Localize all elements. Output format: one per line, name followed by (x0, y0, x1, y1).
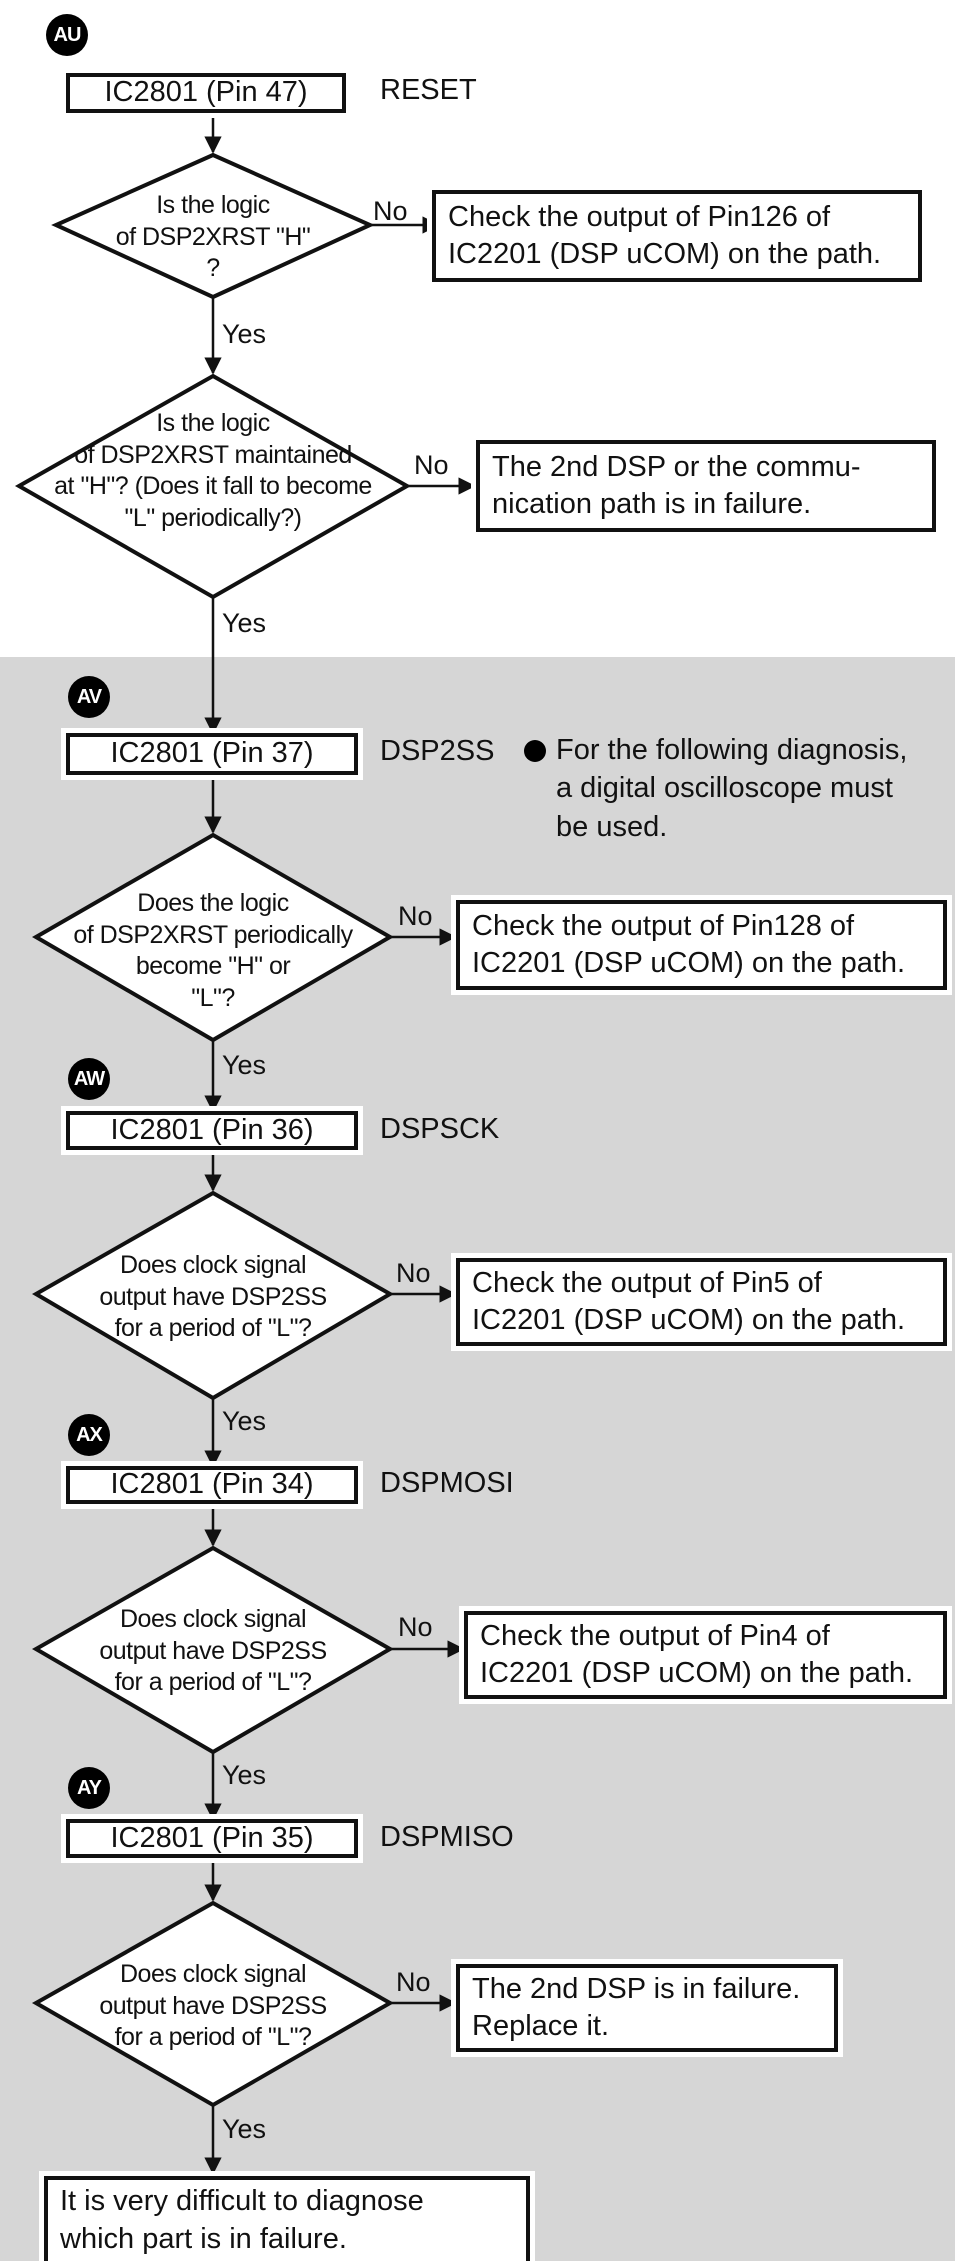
no-label: No (396, 1967, 431, 1997)
no-result-box-2: The 2nd DSP or the commu- nication path … (476, 440, 936, 532)
decision-question-2: Is the logic of DSP2XRST maintained at "… (54, 409, 372, 532)
pin-label: IC2801 (Pin 34) (110, 1468, 314, 1501)
signal-label-dspmosi: DSPMOSI (380, 1467, 514, 1499)
final-result-box: It is very difficult to diagnose which p… (44, 2176, 530, 2261)
pin-label: IC2801 (Pin 35) (110, 1821, 314, 1854)
no-label: No (398, 901, 433, 931)
no-label: No (396, 1258, 431, 1288)
pin-box-aw: IC2801 (Pin 36) (66, 1111, 358, 1150)
no-result-box-4: Check the output of Pin5 of IC2201 (DSP … (456, 1258, 947, 1346)
signal-label-dspsck: DSPSCK (380, 1113, 500, 1145)
pin-box-av: IC2801 (Pin 37) (66, 733, 358, 775)
no-result-box-1: Check the output of Pin126 of IC2201 (DS… (432, 190, 922, 282)
section-badge-ay: AY (68, 1767, 110, 1809)
section-badge-ax: AX (68, 1414, 110, 1456)
section-badge-av: AV (68, 676, 110, 718)
decision-diamond-1 (51, 152, 375, 300)
bullet-icon (524, 740, 546, 762)
pin-box-ax: IC2801 (Pin 34) (66, 1466, 358, 1504)
pin-label: IC2801 (Pin 47) (104, 76, 308, 109)
decision-question-4: Does clock signal output have DSP2SS for… (99, 1251, 327, 1342)
decision-diamond-3 (32, 832, 394, 1043)
pin-box-au: IC2801 (Pin 47) (66, 73, 346, 113)
yes-label: Yes (222, 319, 267, 349)
pin-label: IC2801 (Pin 36) (110, 1113, 314, 1146)
decision-diamond-6 (31, 1900, 395, 2108)
yes-label: Yes (222, 1406, 267, 1436)
signal-label-dsp2ss: DSP2SS (380, 735, 495, 767)
yes-label: Yes (222, 2114, 267, 2144)
no-label: No (398, 1612, 433, 1642)
signal-label-reset: RESET (380, 74, 477, 106)
pin-box-ay: IC2801 (Pin 35) (66, 1819, 358, 1858)
section-badge-aw: AW (68, 1058, 110, 1100)
pin-label: IC2801 (Pin 37) (110, 737, 314, 770)
decision-diamond-4 (32, 1190, 394, 1401)
no-label: No (373, 196, 408, 226)
yes-label: Yes (222, 1050, 267, 1080)
decision-question-3: Does the logic of DSP2XRST periodically … (73, 889, 353, 1012)
decision-diamond-2 (14, 373, 412, 600)
oscilloscope-note: For the following diagnosis, a digital o… (524, 731, 907, 846)
yes-label: Yes (222, 1760, 267, 1790)
decision-question-1: Is the logic of DSP2XRST "H" ? (115, 191, 311, 282)
section-badge-au: AU (46, 14, 88, 56)
no-result-box-3: Check the output of Pin128 of IC2201 (DS… (456, 900, 947, 990)
decision-diamond-5 (31, 1545, 395, 1755)
decision-question-6: Does clock signal output have DSP2SS for… (99, 1960, 327, 2051)
decision-question-5: Does clock signal output have DSP2SS for… (99, 1605, 327, 1696)
yes-label: Yes (222, 608, 267, 638)
no-result-box-6: The 2nd DSP is in failure. Replace it. (456, 1964, 838, 2052)
no-label: No (414, 450, 449, 480)
no-result-box-5: Check the output of Pin4 of IC2201 (DSP … (464, 1611, 947, 1699)
signal-label-dspmiso: DSPMISO (380, 1821, 514, 1853)
